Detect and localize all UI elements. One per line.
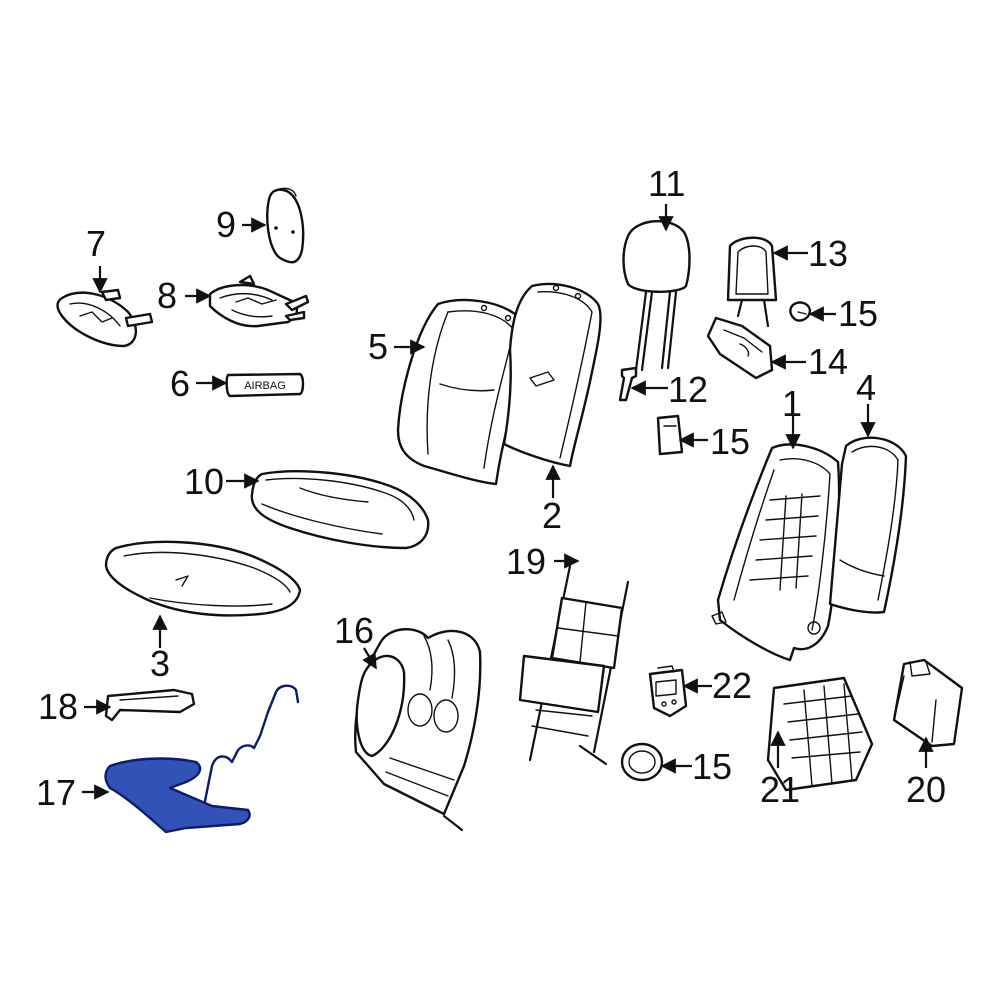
callout-1: 1	[782, 383, 802, 424]
part-19-backrest-panel	[518, 564, 630, 766]
callout-18: 18	[38, 686, 78, 727]
callout-22: 22	[712, 665, 752, 706]
part-5-backrest-cover	[396, 298, 528, 486]
part-16-seat-frame	[354, 628, 482, 832]
part-1-backrest-frame	[711, 443, 841, 662]
part-11-headrest	[622, 219, 691, 372]
part-18-bracket	[104, 688, 196, 722]
callout-2: 2	[542, 495, 562, 536]
part-10-seat-cushion-cover	[250, 470, 430, 550]
part-20-control-unit	[892, 658, 964, 748]
callout-15-upper: 15	[838, 293, 878, 334]
part-15-grommet-lower	[620, 742, 664, 782]
part-9-round-cover	[266, 187, 305, 264]
part-21-lumbar-support	[766, 676, 874, 792]
leader-lines	[82, 204, 934, 800]
callout-15-middle: 15	[710, 421, 750, 462]
part-13-headrest-trim	[726, 236, 778, 328]
part-7-handle-cover	[56, 288, 154, 348]
callout-19: 19	[506, 541, 546, 582]
callout-20: 20	[906, 769, 946, 810]
callout-17: 17	[36, 772, 76, 813]
part-14-guide-bracket	[706, 316, 774, 380]
part-15-tag-middle	[656, 414, 684, 456]
part-17-heating-element	[104, 684, 300, 834]
callout-8: 8	[157, 275, 177, 316]
callout-11: 11	[648, 163, 685, 204]
part-22-module	[648, 665, 688, 718]
part-3-seat-cushion	[104, 540, 302, 617]
part-4-backrest-back-panel	[828, 436, 908, 614]
callout-labels: 7 8 9 6 5 10 3 2 11 13 15 14 12 15 1 4 1…	[36, 163, 946, 813]
part-15-clip-upper	[789, 301, 812, 322]
callout-16: 16	[334, 610, 374, 651]
callout-13: 13	[808, 233, 848, 274]
part-8-handle-trim	[208, 274, 310, 328]
callout-10: 10	[184, 461, 224, 502]
airbag-text: AIRBAG	[244, 380, 286, 392]
callout-5: 5	[368, 326, 388, 367]
callout-14: 14	[808, 341, 848, 382]
callout-3: 3	[150, 643, 170, 684]
callout-9: 9	[216, 204, 236, 245]
callout-21: 21	[760, 769, 800, 810]
callout-12: 12	[668, 369, 708, 410]
callout-4: 4	[856, 367, 876, 408]
part-12-pin	[618, 366, 638, 402]
callout-7: 7	[86, 223, 106, 264]
callout-15-lower: 15	[692, 746, 732, 787]
part-2-backrest-rear-panel	[502, 282, 602, 468]
part-6-airbag-label: AIRBAG	[225, 372, 305, 398]
callout-6: 6	[170, 363, 190, 404]
